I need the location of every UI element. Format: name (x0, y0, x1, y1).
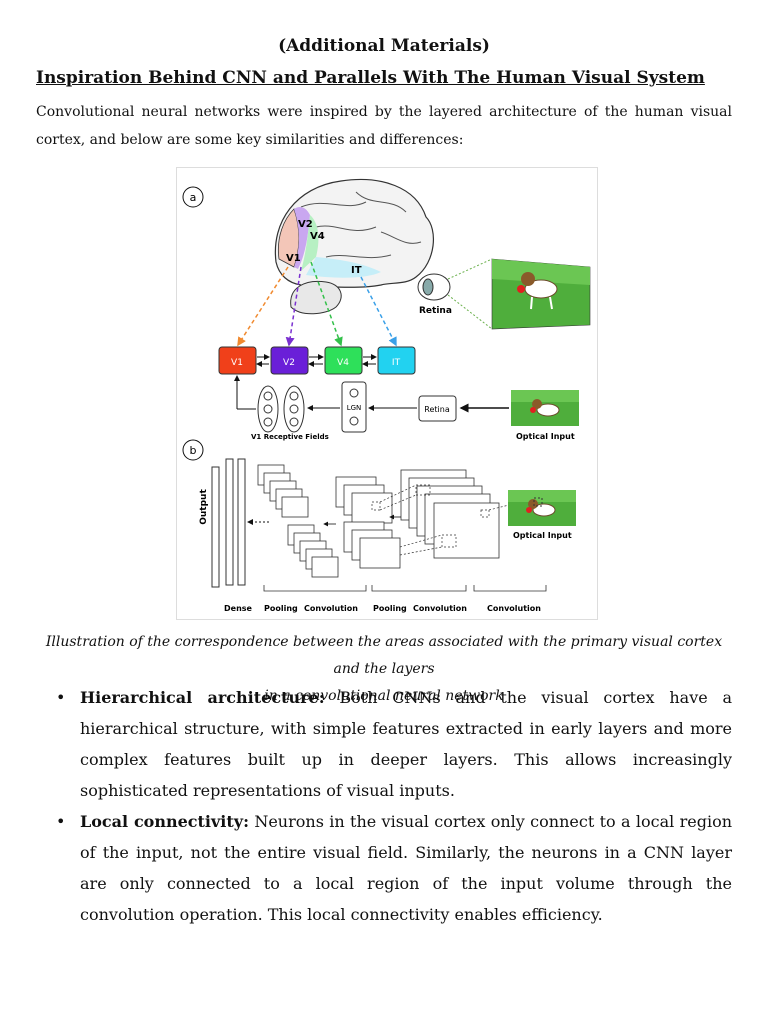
intro-paragraph: Convolutional neural networks were inspi… (36, 104, 732, 148)
output-label: Output (199, 489, 209, 525)
bullet-text: Both CNNs and the visual cortex have a h… (80, 688, 733, 800)
panel-a-label: a (190, 191, 197, 204)
retina-icon (422, 278, 434, 296)
list-item: • Local connectivity: Neurons in the vis… (56, 806, 732, 930)
label-pooling-2: Pooling (373, 604, 407, 613)
v1-receptive-fields-label: V1 Receptive Fields (251, 433, 329, 441)
figure-cnn-visual-cortex: a V1 V2 V4 IT Retina (176, 167, 598, 620)
layer-brackets (263, 585, 547, 592)
figure-svg: a V1 V2 V4 IT Retina (176, 167, 598, 620)
brain-label-v4: V4 (310, 231, 325, 242)
pooling-stack-1 (257, 464, 339, 578)
figure-caption: Illustration of the correspondence betwe… (36, 629, 732, 710)
box-v1-label: V1 (231, 358, 243, 368)
label-convolution-2: Convolution (413, 604, 467, 613)
conv-stack-1 (335, 476, 401, 569)
optical-input-a-label: Optical Input (516, 432, 575, 441)
dense-layer-2 (237, 458, 246, 586)
box-v4-label: V4 (337, 358, 349, 368)
bullet-text: Neurons in the visual cortex only connec… (80, 812, 733, 924)
it-projection-arrow (360, 276, 397, 347)
v1-projection-arrow (237, 266, 289, 347)
receptive-field-connections (371, 484, 510, 556)
bullet-list: • Hierarchical architecture: Both CNNs a… (56, 682, 732, 930)
box-v1 (218, 346, 257, 375)
v2-region (294, 207, 310, 269)
bullet-term: Local connectivity: (80, 812, 249, 831)
lgn-box (341, 381, 367, 433)
page-title: (Additional Materials) (278, 36, 490, 56)
dense-layer-1 (225, 458, 234, 586)
caption-line-1: Illustration of the correspondence betwe… (45, 634, 723, 677)
v2-projection-arrow (285, 266, 302, 347)
section-heading: Inspiration Behind CNN and Parallels Wit… (36, 68, 705, 88)
label-pooling-1: Pooling (264, 604, 298, 613)
brain-illustration: V1 V2 V4 IT (274, 178, 434, 315)
panel-a-circle (182, 186, 204, 208)
v1-receptive-fields (257, 385, 305, 433)
brain-label-v2: V2 (298, 219, 313, 230)
list-item: • Hierarchical architecture: Both CNNs a… (56, 682, 732, 806)
output-layer (211, 466, 220, 588)
lgn-label: LGN (347, 404, 362, 412)
retina-box-label: Retina (424, 405, 450, 414)
layer-arrows (323, 514, 401, 527)
panel-b-circle (182, 439, 204, 461)
optical-input-image-a (511, 390, 579, 426)
box-it-label: IT (392, 358, 401, 368)
v4-projection-arrow (310, 261, 343, 347)
box-connections (256, 354, 377, 367)
it-region (306, 257, 381, 278)
box-v4 (324, 346, 363, 375)
box-v2-label: V2 (283, 358, 295, 368)
box-v2 (270, 346, 309, 375)
retina-box (418, 395, 457, 422)
bullet-term: Hierarchical architecture: (80, 688, 325, 707)
bullet-marker: • (56, 812, 66, 831)
bullet-marker: • (56, 688, 66, 707)
optical-input-b-label: Optical Input (513, 531, 572, 540)
brain-label-it: IT (351, 265, 362, 276)
optical-input-image-b (508, 490, 576, 526)
v4-region (301, 215, 319, 271)
brain-label-v1: V1 (286, 253, 301, 264)
retina-label: Retina (419, 306, 452, 316)
label-convolution-1: Convolution (304, 604, 358, 613)
dog-image-projected (491, 258, 591, 330)
conv-stack-2 (400, 469, 500, 559)
caption-line-2: in a convolutional neural network (264, 688, 504, 704)
panel-b-label: b (190, 444, 197, 457)
label-dense: Dense (224, 604, 253, 613)
box-it (377, 346, 416, 375)
label-convolution-3: Convolution (487, 604, 541, 613)
